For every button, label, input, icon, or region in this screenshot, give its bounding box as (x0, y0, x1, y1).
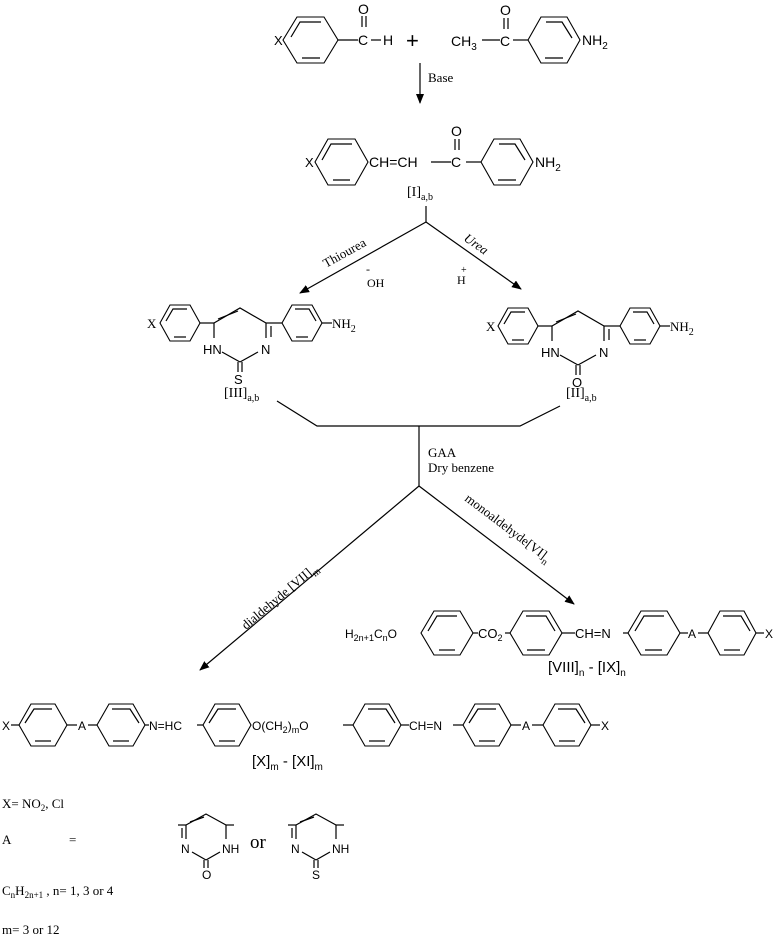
hydroxide-charge: - (366, 262, 370, 276)
chalcone-right-ring (480, 138, 534, 186)
chalcone-structure: X CH=CH C O NH2 [I]a,b (305, 123, 561, 203)
legend-thio-pyrimidine: N NH S (288, 813, 349, 882)
oxo-compound-label: [II]a,b (566, 386, 597, 404)
di-ring-4 (352, 703, 402, 747)
thio-pyrimidine-ring (213, 307, 272, 372)
di-ring-2 (96, 703, 146, 747)
di-ring-3 (202, 703, 252, 747)
chalcone-carbonyl-carbon: C (451, 154, 461, 170)
svg-text:NH: NH (332, 842, 349, 856)
chalcone-left-ring (314, 138, 369, 186)
aldehyde-oxygen-text: O (358, 1, 369, 17)
monoaldehyde-product: H2n+1CnO CO2 CH=N A X (345, 610, 773, 679)
step1-reactants: X C O H + CH3 C O NH2 (274, 1, 608, 64)
aldehyde-benzene-ring (282, 16, 339, 64)
ketone-benzene-ring (527, 16, 581, 64)
chalcone-linker-text: CH=CH (369, 154, 418, 170)
thiourea-label: Thiourea (320, 235, 369, 271)
monoaldehyde-arrow (418, 485, 575, 605)
di-imine-right: CH=N (409, 719, 442, 733)
chalcone-carbonyl-oxygen: O (451, 123, 462, 139)
merge-bracket (276, 400, 561, 427)
legend-m-definition: m= 3 or 12 (2, 922, 60, 937)
svg-text:NH: NH (222, 842, 239, 856)
thio-left-ring (159, 304, 201, 342)
svg-text:S: S (312, 868, 320, 882)
ketone-oxygen-text: O (500, 2, 511, 18)
thio-x-text: X (147, 316, 157, 331)
legend: X= NO2, Cl A = N NH O or (2, 796, 349, 937)
chalcone-amine-text: NH2 (535, 154, 561, 174)
chalcone-x-text: X (305, 155, 314, 170)
ester-text: CO2 (478, 626, 503, 643)
monoaldehyde-label: monoaldehyde[VI]n (460, 490, 554, 568)
thiourea-arrow (299, 221, 427, 294)
legend-alkyl-definition: CnH2n+1 , n= 1, 3 or 4 (2, 883, 114, 900)
oxo-pyrimidine-ring (551, 310, 610, 375)
mono-ring-3 (627, 610, 681, 656)
ketone-amine-text: NH2 (582, 32, 608, 52)
di-heterocycle-a-right: A (522, 719, 530, 733)
aldehyde-carbon-text: C (358, 32, 368, 48)
mono-ring-1 (420, 610, 474, 656)
di-x-left: X (2, 719, 10, 733)
di-imine-left: N=HC (149, 719, 182, 733)
gaa-condition: GAA (428, 445, 457, 460)
thio-n-text: N (261, 342, 270, 357)
thio-compound-label: [III]a,b (224, 386, 259, 404)
mono-heterocycle-a: A (688, 627, 696, 641)
di-ring-1 (18, 703, 68, 747)
acid-charge: + (461, 265, 467, 276)
oxo-o-text: O (572, 375, 582, 390)
urea-arrow (425, 221, 522, 290)
dialdehyde-arrow (199, 485, 420, 671)
legend-x-definition: X= NO2, Cl (2, 796, 64, 813)
urea-label: Urea (461, 230, 492, 258)
oxo-pyrimidine-product: X HN N O NH2 [II]a,b (486, 307, 694, 404)
hydroxide-condition: OH (367, 276, 385, 290)
oxo-amine-text: NH2 (670, 319, 694, 338)
legend-or-text: or (250, 832, 267, 853)
alkyl-chain-text: H2n+1CnO (345, 627, 397, 643)
thio-hn-text: HN (203, 342, 222, 357)
di-compound-label: [X]m - [XI]m (252, 753, 323, 773)
thio-s-text: S (234, 372, 243, 387)
dialdehyde-product: X A N=HC O(CH2)mO CH=N (2, 703, 609, 773)
legend-oxo-pyrimidine: N NH O (178, 813, 239, 882)
oxo-left-ring (497, 307, 539, 345)
chalcone-compound-label: [I]a,b (407, 185, 433, 203)
oxo-x-text: X (486, 319, 496, 334)
ketone-carbon-text: C (500, 33, 510, 49)
oxo-n-text: N (599, 345, 608, 360)
di-ring-5 (462, 703, 512, 747)
ketone-methyl-text: CH3 (451, 33, 477, 53)
dry-benzene-condition: Dry benzene (428, 460, 494, 475)
thio-amine-text: NH2 (332, 316, 356, 335)
mono-ring-4 (707, 610, 757, 656)
di-spacer-text: O(CH2)mO (252, 719, 309, 735)
di-ring-6 (542, 703, 592, 747)
oxo-right-ring (619, 307, 661, 345)
acid-condition: H (457, 273, 466, 287)
thio-pyrimidine-product: X HN N S NH2 [III]a,b (147, 304, 356, 404)
svg-text:O: O (202, 868, 211, 882)
mono-x-text: X (765, 627, 773, 641)
plus-sign: + (406, 28, 419, 53)
di-heterocycle-a-left: A (78, 719, 86, 733)
aldehyde-hydrogen-text: H (383, 32, 393, 48)
di-x-right: X (601, 719, 609, 733)
dialdehyde-label: dialdehyde [VII]m (238, 560, 323, 636)
aldehyde-x-text: X (274, 33, 283, 48)
legend-a-equals: = (69, 832, 76, 847)
mono-compound-label: [VIII]n - [IX]n (548, 659, 626, 679)
base-label: Base (428, 70, 454, 85)
mono-ring-2 (509, 610, 563, 656)
thio-right-ring (281, 304, 323, 342)
svg-text:N: N (181, 842, 190, 856)
legend-a-symbol: A (2, 832, 12, 847)
oxo-hn-text: HN (541, 345, 560, 360)
svg-text:N: N (291, 842, 300, 856)
mono-imine-text: CH=N (575, 626, 611, 641)
